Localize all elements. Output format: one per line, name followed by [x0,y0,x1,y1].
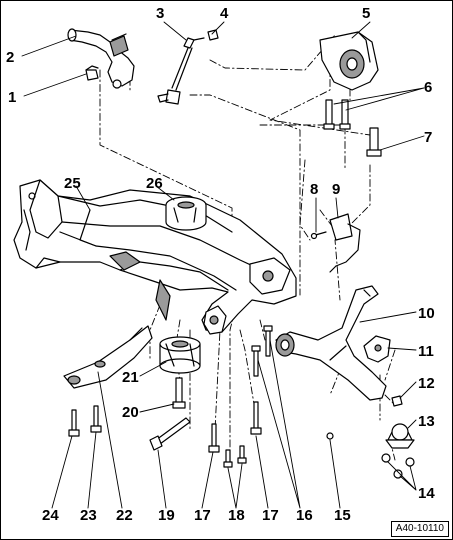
bolt-1 [85,65,99,81]
bolt-7 [366,127,382,157]
bolts-lower [68,377,262,468]
part-number-8: 8 [310,181,319,198]
part-number-11: 11 [418,343,434,360]
figure-reference: A40-10110 [390,521,449,537]
stabilizer-bar [67,28,135,89]
part-number-9: 9 [332,181,341,198]
part-number-21: 21 [122,369,139,386]
part-number-25: 25 [64,175,81,192]
part-number-6: 6 [424,79,433,96]
part-number-24: 24 [42,507,59,524]
nut-4 [207,29,219,41]
part-number-2: 2 [6,49,15,66]
part-number-15: 15 [334,507,351,524]
nut-15 [326,432,334,440]
part-number-3: 3 [156,5,165,22]
bolts-16 [251,325,273,377]
nuts-14 [381,453,415,479]
part-number-4: 4 [220,5,229,22]
part-number-7: 7 [424,129,433,146]
ball-joint-11 [363,335,391,363]
part-number-12: 12 [418,375,435,392]
part-number-10: 10 [418,305,435,322]
part-number-5: 5 [362,5,371,22]
bracket-22 [63,325,153,389]
subframe-mount [319,31,379,91]
part-number-13: 13 [418,413,435,430]
part-number-22: 22 [116,507,133,524]
part-number-23: 23 [80,507,97,524]
part-number-26: 26 [146,175,163,192]
subframe [13,179,297,335]
coupling-rod [157,37,205,105]
bolts-6 [323,99,351,130]
leader-lines [21,21,425,509]
bushing-21 [159,336,201,374]
level-sensor [310,213,361,273]
part-number-1: 1 [8,89,17,106]
part-number-14: 14 [418,485,435,502]
ball-joint-13 [385,423,415,449]
part-number-18: 18 [228,507,245,524]
wishbone [275,285,387,401]
nut-12 [391,395,403,407]
part-number-20: 20 [122,404,139,421]
part-number-17-left: 17 [194,507,211,524]
part-number-17-right: 17 [262,507,279,524]
part-number-16: 16 [296,507,313,524]
part-number-19: 19 [158,507,175,524]
bushing-26 [165,196,207,231]
